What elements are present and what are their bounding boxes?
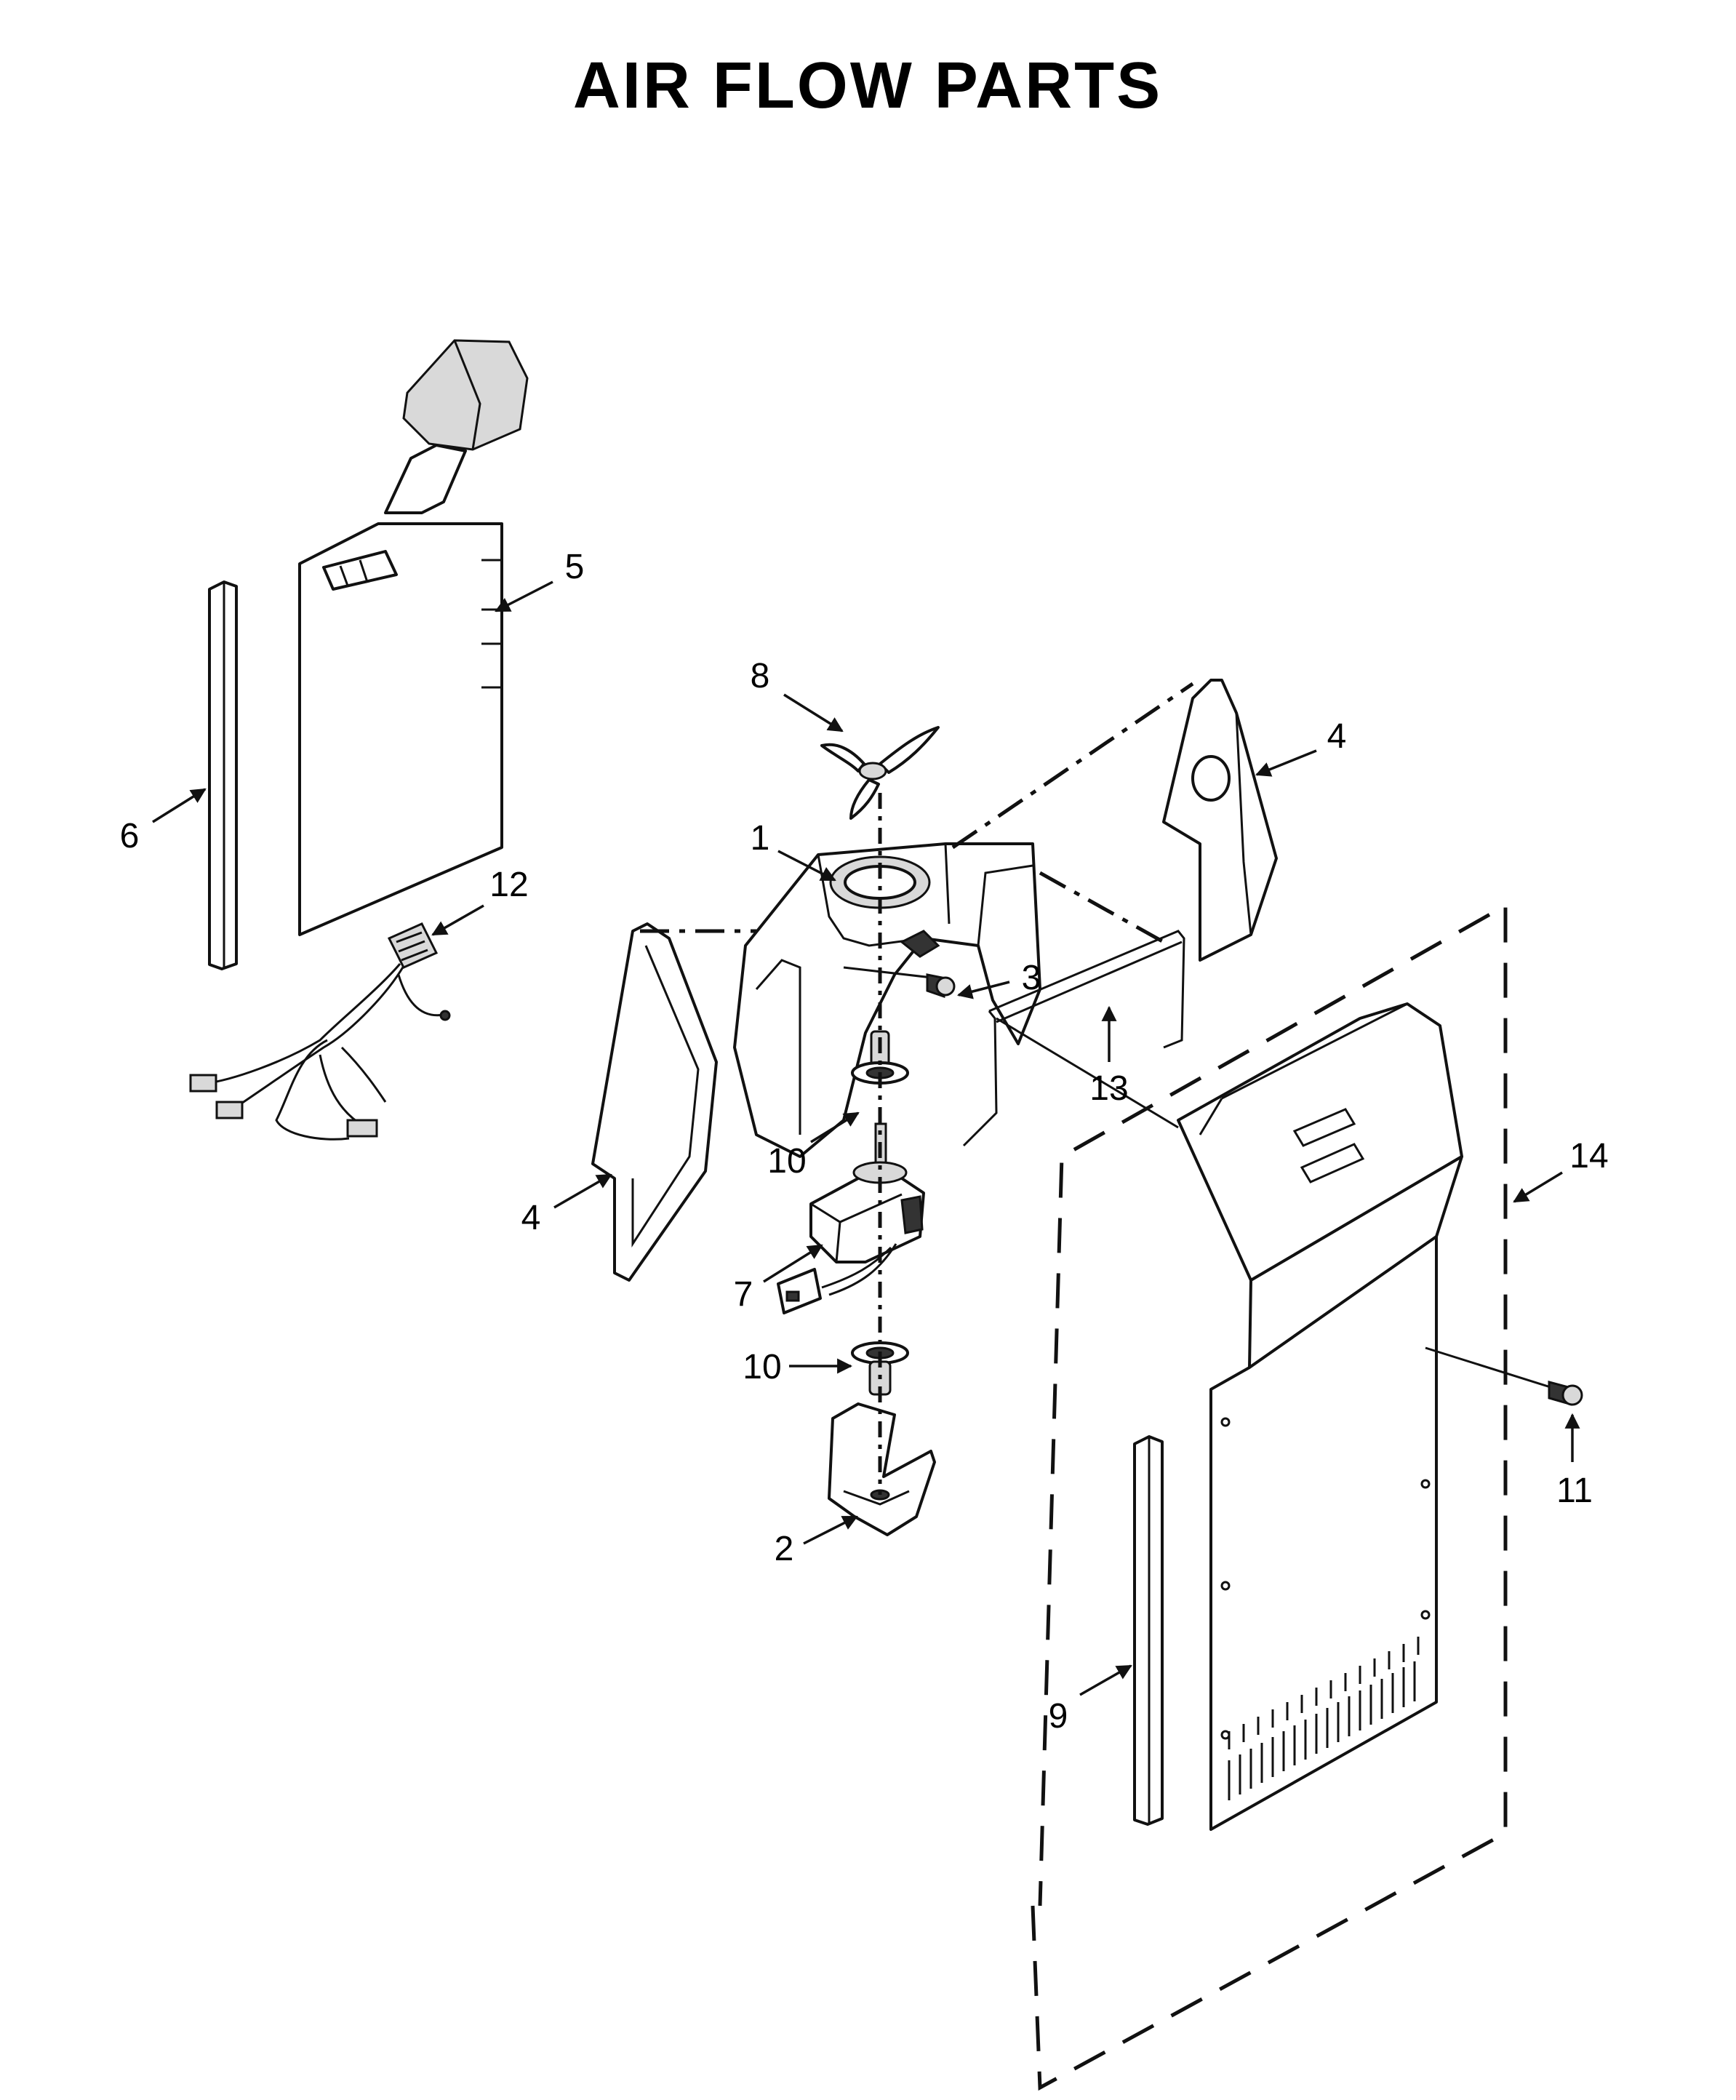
svg-text:14: 14 [1569, 1137, 1608, 1175]
assembly-lines [640, 682, 1508, 2091]
part-11-screw [1425, 1346, 1583, 1406]
part-3-screw [843, 966, 956, 999]
callout-12: 12 [431, 866, 529, 936]
svg-text:4: 4 [521, 1199, 541, 1237]
svg-text:10: 10 [743, 1348, 781, 1386]
part-12-wire-harness [189, 922, 451, 1141]
part-4-right-bracket [1162, 679, 1278, 962]
svg-text:1: 1 [751, 819, 770, 858]
svg-text:12: 12 [489, 866, 528, 904]
part-9-seal-strip [1133, 1435, 1164, 1826]
svg-text:5: 5 [565, 548, 585, 586]
callout-4-left: 4 [521, 1173, 612, 1237]
part-7-fan-motor [777, 1122, 925, 1314]
svg-text:11: 11 [1556, 1472, 1593, 1510]
svg-text:9: 9 [1049, 1697, 1068, 1736]
callout-7: 7 [734, 1244, 823, 1314]
diagram-title: AIR FLOW PARTS [573, 49, 1162, 122]
svg-text:3: 3 [1022, 959, 1041, 997]
part-1-fan-housing [733, 842, 1041, 1158]
part-5-duct-panel [298, 339, 529, 936]
callout-1: 1 [751, 819, 836, 882]
svg-text:8: 8 [751, 657, 770, 695]
callout-5: 5 [495, 548, 585, 612]
svg-text:13: 13 [1089, 1069, 1128, 1108]
callout-3: 3 [956, 959, 1041, 999]
part-4-left-seal-frame [591, 922, 718, 1282]
callout-13: 13 [1089, 1005, 1129, 1108]
callout-10-upper: 10 [767, 1111, 860, 1181]
vent-slots [1228, 1637, 1420, 1800]
callout-10-lower: 10 [743, 1348, 853, 1386]
callout-6: 6 [120, 788, 207, 855]
callout-9: 9 [1049, 1664, 1132, 1736]
callout-8: 8 [751, 657, 844, 732]
callout-14: 14 [1513, 1137, 1609, 1203]
svg-text:4: 4 [1327, 717, 1347, 756]
svg-text:10: 10 [767, 1142, 806, 1181]
callout-2: 2 [775, 1515, 858, 1568]
part-14-evaporator-cover [1177, 1002, 1463, 1831]
part-6-seal-strip [208, 580, 238, 970]
part-8-fan-blade [820, 726, 940, 820]
svg-text:2: 2 [775, 1530, 794, 1568]
svg-text:7: 7 [734, 1275, 753, 1314]
svg-text:6: 6 [120, 817, 140, 855]
callout-11: 11 [1556, 1413, 1593, 1510]
callout-4-right: 4 [1255, 717, 1347, 777]
